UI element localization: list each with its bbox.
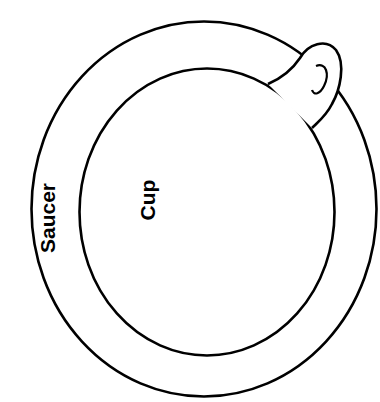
cup-label: Cup [137, 180, 158, 221]
label-holder: Saucer [37, 183, 59, 253]
saucer-label: Saucer [37, 183, 58, 253]
saucer-ellipse-line [32, 22, 377, 397]
cup-handle-outline [268, 44, 341, 128]
label-holder: Cup [137, 180, 159, 221]
cup-handle-hole [312, 65, 327, 93]
